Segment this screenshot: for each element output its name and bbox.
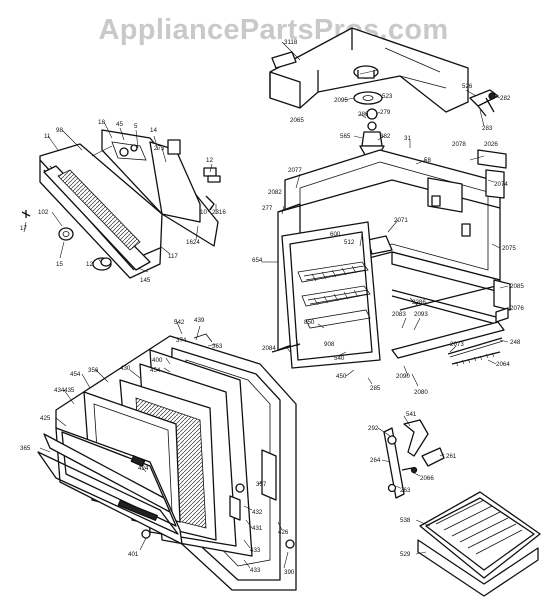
label-2073: 2073 xyxy=(450,341,464,348)
label-374: 374 xyxy=(176,337,187,344)
label-14: 14 xyxy=(150,127,157,134)
control-panel xyxy=(21,129,221,279)
label-433b: 433 xyxy=(250,567,261,574)
label-282: 282 xyxy=(500,95,511,102)
label-117: 117 xyxy=(168,253,178,260)
label-2095: 2095 xyxy=(334,97,348,104)
label-565: 565 xyxy=(340,133,351,140)
label-10: 10 xyxy=(200,209,207,216)
hinge-rod xyxy=(447,337,504,367)
label-2085: 2085 xyxy=(510,283,524,290)
label-277: 277 xyxy=(262,205,273,212)
label-439: 439 xyxy=(194,317,205,324)
label-600: 600 xyxy=(330,231,341,238)
label-248: 248 xyxy=(510,339,521,346)
label-425: 425 xyxy=(40,415,51,422)
label-431: 431 xyxy=(252,525,263,532)
label-400: 400 xyxy=(152,357,163,364)
label-18: 18 xyxy=(98,119,105,126)
label-2078: 2078 xyxy=(452,141,466,148)
label-424: 424 xyxy=(138,465,149,472)
label-356: 356 xyxy=(88,367,99,374)
label-2065: 2065 xyxy=(290,117,304,124)
label-261: 261 xyxy=(446,453,457,460)
label-390: 390 xyxy=(284,569,295,576)
label-538: 538 xyxy=(400,517,411,524)
label-526: 526 xyxy=(462,83,473,90)
label-2082: 2082 xyxy=(268,189,282,196)
label-430: 430 xyxy=(120,365,131,372)
label-382: 382 xyxy=(380,133,391,140)
label-58: 58 xyxy=(424,157,431,164)
label-279: 279 xyxy=(380,109,391,116)
label-2026: 2026 xyxy=(484,141,498,148)
label-2316: 2316 xyxy=(212,209,226,216)
label-454b: 454 xyxy=(70,371,81,378)
label-529: 529 xyxy=(400,551,411,558)
label-45: 45 xyxy=(116,121,123,128)
label-363: 363 xyxy=(212,343,223,350)
label-654: 654 xyxy=(252,257,263,264)
label-454a: 454 xyxy=(150,367,161,374)
label-264: 264 xyxy=(370,457,381,464)
label-283: 283 xyxy=(482,125,493,132)
label-286: 286 xyxy=(358,111,369,118)
broiler-pan xyxy=(417,491,541,597)
label-2064: 2064 xyxy=(496,361,510,368)
part-number-labels: 98 18 45 5 14 275 11 12 102 17 15 12 145… xyxy=(20,39,524,576)
label-2071: 2071 xyxy=(394,217,408,224)
label-450: 450 xyxy=(336,373,347,380)
label-2080: 2080 xyxy=(414,389,428,396)
label-426: 426 xyxy=(278,529,289,536)
label-512: 512 xyxy=(344,239,355,246)
label-432: 432 xyxy=(252,509,263,516)
label-285: 285 xyxy=(370,385,381,392)
label-357: 357 xyxy=(256,481,267,488)
label-850: 850 xyxy=(304,319,315,326)
label-275: 275 xyxy=(154,145,165,152)
label-263: 263 xyxy=(400,487,411,494)
label-12a: 12 xyxy=(206,157,213,164)
label-2074: 2074 xyxy=(494,181,508,188)
label-17: 17 xyxy=(20,225,27,232)
label-11: 11 xyxy=(44,133,51,140)
label-145: 145 xyxy=(140,277,151,284)
label-2090: 2090 xyxy=(396,373,410,380)
label-542: 542 xyxy=(174,319,185,326)
label-12b: 12 xyxy=(86,261,93,268)
label-2083: 2083 xyxy=(392,311,406,318)
label-2076: 2076 xyxy=(510,305,524,312)
label-433a: 433 xyxy=(250,547,261,554)
label-435: 435 xyxy=(64,387,75,394)
label-523: 523 xyxy=(382,93,393,100)
label-102: 102 xyxy=(38,209,49,216)
door-latch xyxy=(383,419,445,499)
label-908: 908 xyxy=(324,341,335,348)
label-2075: 2075 xyxy=(502,245,516,252)
label-2077: 2077 xyxy=(288,167,302,174)
label-540: 540 xyxy=(334,355,345,362)
label-2084: 2084 xyxy=(262,345,276,352)
label-31: 31 xyxy=(404,135,411,142)
label-3118: 3118 xyxy=(284,39,298,46)
label-1624: 1624 xyxy=(186,239,200,246)
label-5: 5 xyxy=(134,123,138,130)
label-15: 15 xyxy=(56,261,63,268)
label-2093: 2093 xyxy=(414,311,428,318)
label-401: 401 xyxy=(128,551,139,558)
label-98: 98 xyxy=(56,127,63,134)
label-2286: 2286 xyxy=(412,299,426,306)
label-2066: 2066 xyxy=(420,475,434,482)
label-434: 434 xyxy=(54,387,65,394)
oven-cavity xyxy=(271,149,511,369)
latch-assembly xyxy=(469,89,499,117)
label-292: 292 xyxy=(368,425,379,432)
oven-door xyxy=(37,333,297,591)
label-541: 541 xyxy=(406,411,417,418)
label-365: 365 xyxy=(20,445,31,452)
